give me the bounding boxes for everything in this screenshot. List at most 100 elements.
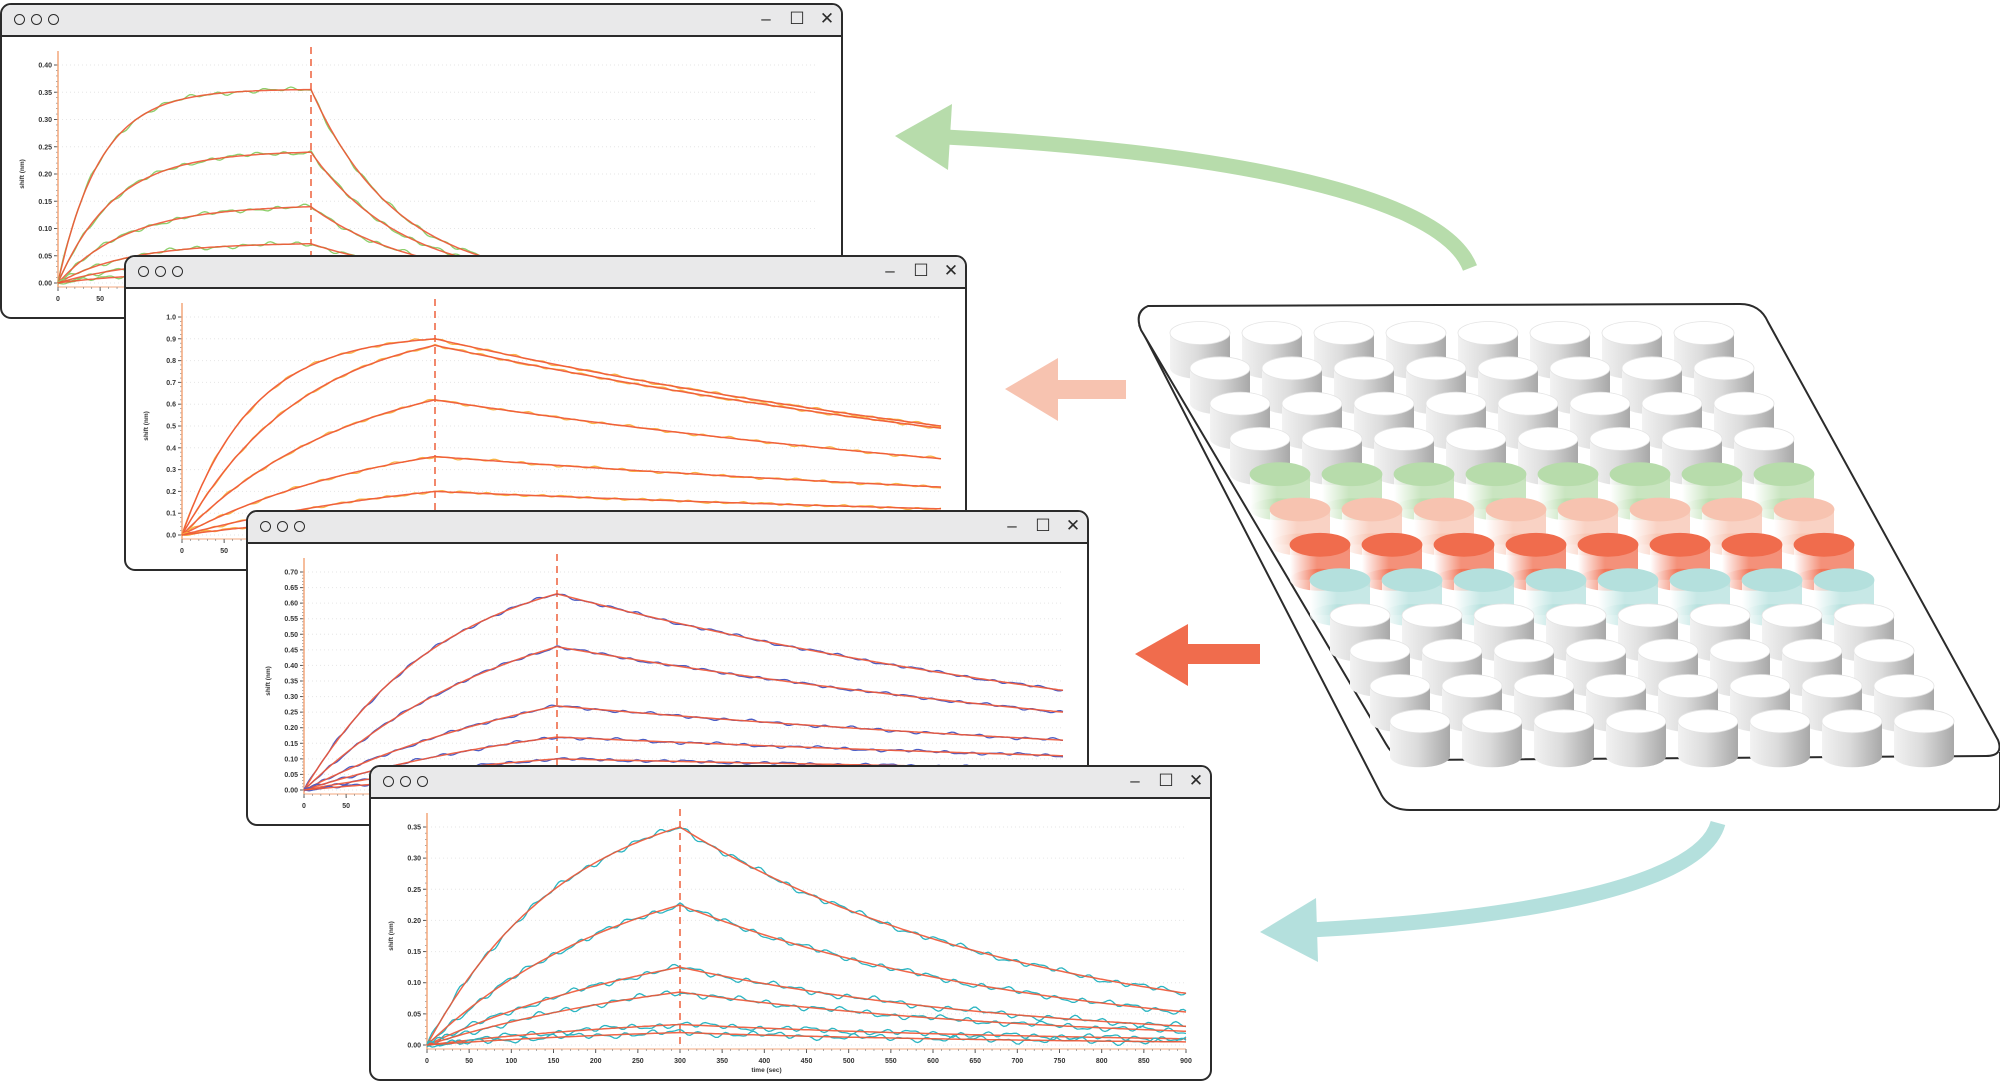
minimize-button[interactable]: –: [885, 261, 895, 280]
y-tick-label: 0.10: [38, 226, 52, 233]
close-button[interactable]: ✕: [1188, 771, 1204, 790]
maximize-button[interactable]: ☐: [1035, 516, 1051, 535]
well-top: [1605, 709, 1667, 734]
y-tick-label: 0.15: [38, 199, 52, 206]
window-titlebar[interactable]: – ☐ ✕: [371, 767, 1210, 799]
well-top: [1373, 426, 1435, 451]
well: [1821, 709, 1883, 768]
fit-series-4: [181, 455, 942, 536]
well-top: [1493, 638, 1555, 663]
window-titlebar[interactable]: – ☐ ✕: [248, 512, 1087, 544]
y-tick-label: 0.35: [38, 90, 52, 97]
x-tick-label: 550: [885, 1058, 897, 1065]
well-top: [1505, 532, 1567, 557]
y-tick-label: 0.00: [284, 788, 298, 795]
y-tick-label: 0.00: [38, 281, 52, 288]
maximize-button[interactable]: ☐: [1158, 771, 1174, 790]
well-top: [1741, 568, 1803, 592]
maximize-button[interactable]: ☐: [913, 261, 929, 280]
well-top: [1513, 674, 1575, 698]
well-top: [1401, 603, 1463, 628]
well-top: [1565, 638, 1627, 663]
y-tick-label: 0.7: [166, 380, 176, 387]
well-top: [1385, 321, 1447, 345]
well-top: [1853, 638, 1915, 663]
well-top: [1393, 462, 1455, 487]
window-titlebar[interactable]: – ☐ ✕: [2, 5, 841, 37]
x-tick-label: 50: [342, 803, 350, 810]
x-tick-label: 450: [801, 1058, 813, 1065]
well-top: [1353, 391, 1415, 416]
well: [1313, 321, 1375, 379]
well-top: [1189, 356, 1251, 381]
well-top: [1329, 603, 1391, 628]
minimize-button[interactable]: –: [1130, 771, 1140, 790]
x-tick-label: 750: [1054, 1058, 1066, 1065]
y-tick-label: 0.2: [166, 489, 176, 496]
well-top: [1477, 356, 1539, 381]
y-tick-label: 0.40: [38, 63, 52, 70]
y-tick-label: 0.15: [407, 949, 421, 956]
well-top: [1677, 709, 1739, 734]
x-tick-label: 300: [674, 1058, 686, 1065]
wells: [1169, 321, 1955, 768]
x-axis-label: time (sec): [751, 1067, 781, 1074]
y-tick-label: 0.70: [284, 570, 298, 577]
well-top: [1421, 638, 1483, 663]
fit-series-5: [181, 490, 941, 536]
close-button[interactable]: ✕: [1065, 516, 1081, 535]
y-tick-label: 0.0: [166, 533, 176, 540]
close-button[interactable]: ✕: [819, 9, 835, 28]
y-tick-label: 0.40: [284, 663, 298, 670]
close-button[interactable]: ✕: [943, 261, 959, 280]
x-tick-label: 500: [843, 1058, 855, 1065]
y-tick-label: 0.9: [166, 336, 176, 343]
minimize-button[interactable]: –: [1007, 516, 1017, 535]
well-top: [1585, 674, 1647, 698]
x-tick-label: 350: [716, 1058, 728, 1065]
well-top: [1637, 638, 1699, 663]
well-top: [1609, 462, 1671, 487]
well-top: [1529, 321, 1591, 345]
x-tick-label: 700: [1011, 1058, 1023, 1065]
well-top: [1681, 462, 1743, 487]
well-top: [1441, 674, 1503, 698]
y-tick-label: 0.25: [407, 887, 421, 894]
well-top: [1657, 674, 1719, 698]
well: [1189, 356, 1251, 415]
well-top: [1453, 568, 1515, 592]
y-tick-label: 0.25: [38, 144, 52, 151]
well-top: [1261, 356, 1323, 381]
x-tick-label: 100: [505, 1058, 517, 1065]
well-top: [1749, 709, 1811, 734]
well: [1533, 709, 1595, 768]
well-top: [1761, 603, 1823, 628]
y-tick-label: 0.20: [38, 172, 52, 179]
window-titlebar[interactable]: – ☐ ✕: [126, 257, 965, 289]
well-top: [1733, 426, 1795, 451]
window-dot-icon: [155, 266, 166, 277]
well-top: [1301, 426, 1363, 451]
y-tick-label: 0.65: [284, 585, 298, 592]
window-dot-icon: [14, 14, 25, 25]
window-dot-icon: [31, 14, 42, 25]
data-series-5: [426, 1021, 1187, 1047]
well-top: [1801, 674, 1863, 698]
y-tick-label: 0.8: [166, 358, 176, 365]
green-arrow: [895, 104, 1477, 272]
x-tick-label: 250: [632, 1058, 644, 1065]
well-top: [1729, 674, 1791, 698]
x-tick-label: 50: [220, 548, 228, 555]
well: [1749, 709, 1811, 768]
minimize-button[interactable]: –: [761, 9, 771, 28]
well-top: [1813, 568, 1875, 592]
y-axis-label: shift (nm): [19, 159, 26, 189]
well-top: [1641, 391, 1703, 416]
maximize-button[interactable]: ☐: [789, 9, 805, 28]
well-top: [1833, 603, 1895, 628]
well-top: [1793, 532, 1855, 557]
well-top: [1333, 356, 1395, 381]
well-top: [1465, 462, 1527, 487]
well-top: [1753, 462, 1815, 487]
